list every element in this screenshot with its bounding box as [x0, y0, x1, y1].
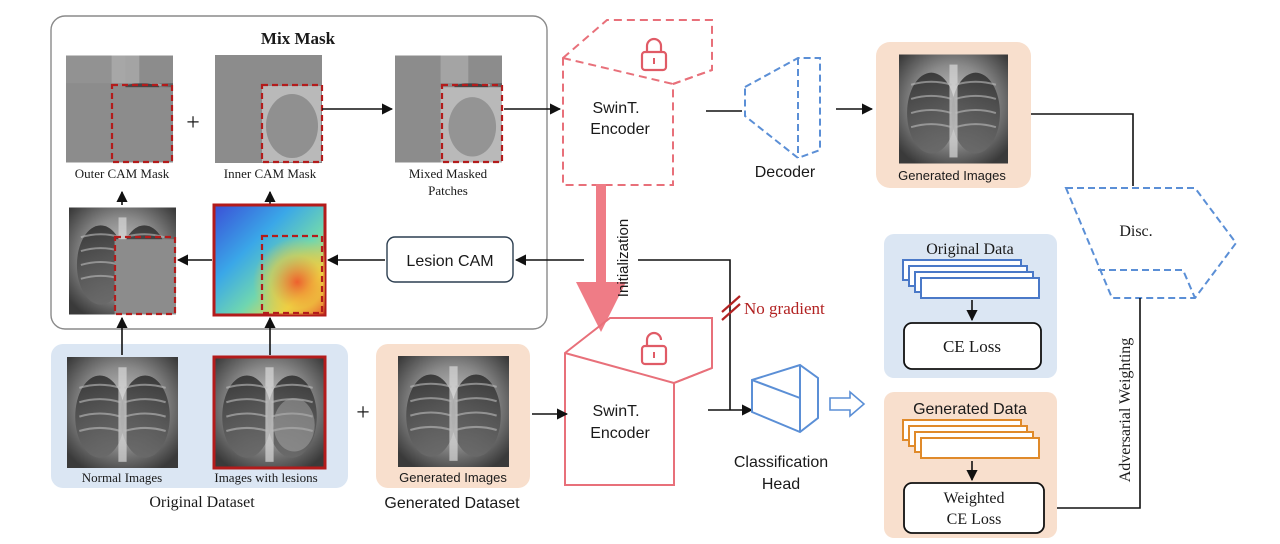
ce-loss-label: CE Loss [943, 337, 1001, 356]
original-dataset-caption: Original Dataset [149, 494, 255, 511]
discriminator-label: Disc. [1119, 223, 1152, 240]
generated-dataset-caption: Generated Dataset [384, 495, 520, 512]
decoder-label: Decoder [755, 164, 816, 181]
lesion-cam-label: Lesion CAM [406, 253, 493, 270]
original-data-stack [902, 259, 1040, 299]
line-no-gradient [638, 259, 731, 410]
adversarial-weighting-label: Adversarial Weighting [1117, 338, 1134, 483]
cam-heatmap-image [212, 203, 327, 317]
generated-images-top-label: Generated Images [898, 168, 1006, 183]
mix-plus-sign: + [186, 110, 200, 136]
masked-xray-image [69, 207, 177, 316]
unlock-icon [640, 331, 668, 366]
lesion-xray-image [212, 355, 327, 470]
decoder-shape [744, 57, 821, 160]
images-with-lesions-label: Images with lesions [214, 470, 317, 485]
bottom-encoder-label-1: SwinT. [592, 403, 639, 420]
outer-cam-mask-image [66, 55, 174, 164]
ce-loss-box [903, 322, 1042, 370]
lock-icon [640, 37, 668, 72]
top-encoder-label-1: SwinT. [592, 100, 639, 117]
dataset-plus-sign: + [356, 400, 370, 426]
no-gradient-label: No gradient [744, 299, 825, 318]
generated-xray-top [899, 54, 1008, 164]
classification-head-shape [751, 363, 819, 434]
generated-xray-bottom [398, 356, 509, 467]
generated-images-bottom-label: Generated Images [399, 470, 507, 485]
arrow-adversarial-weighting [1045, 298, 1141, 514]
inner-cam-mask-label: Inner CAM Mask [224, 166, 317, 181]
mixed-patches-image [395, 55, 504, 164]
weighted-ce-loss-label-2: CE Loss [947, 511, 1002, 528]
line-generated-to-disc [1031, 113, 1134, 186]
outer-cam-mask-label: Outer CAM Mask [75, 166, 170, 181]
mix-mask-title: Mix Mask [261, 29, 336, 48]
classification-head-label-1: Classification [734, 454, 828, 471]
no-gradient-mark [721, 295, 741, 321]
mixed-patches-label-1: Mixed Masked [409, 166, 488, 181]
initialization-label: Initialization [615, 219, 632, 297]
bottom-encoder-label-2: Encoder [590, 425, 650, 442]
original-data-title: Original Data [926, 241, 1014, 258]
bottom-encoder-shape [564, 317, 713, 486]
top-encoder-shape [562, 19, 713, 186]
hollow-arrow-icon [829, 390, 866, 418]
classification-head-label-2: Head [762, 476, 800, 493]
weighted-ce-loss-box [903, 482, 1045, 534]
top-encoder-label-2: Encoder [590, 121, 650, 138]
mixed-patches-label-2: Patches [428, 183, 468, 198]
weighted-ce-loss-label-1: Weighted [944, 490, 1005, 507]
lesion-cam-box [386, 236, 514, 283]
generated-data-title: Generated Data [913, 401, 1027, 418]
normal-images-label: Normal Images [82, 470, 163, 485]
inner-cam-mask-image [215, 55, 324, 164]
generated-data-stack [902, 419, 1040, 459]
normal-xray-image [67, 357, 178, 468]
discriminator-shape [1064, 187, 1238, 299]
